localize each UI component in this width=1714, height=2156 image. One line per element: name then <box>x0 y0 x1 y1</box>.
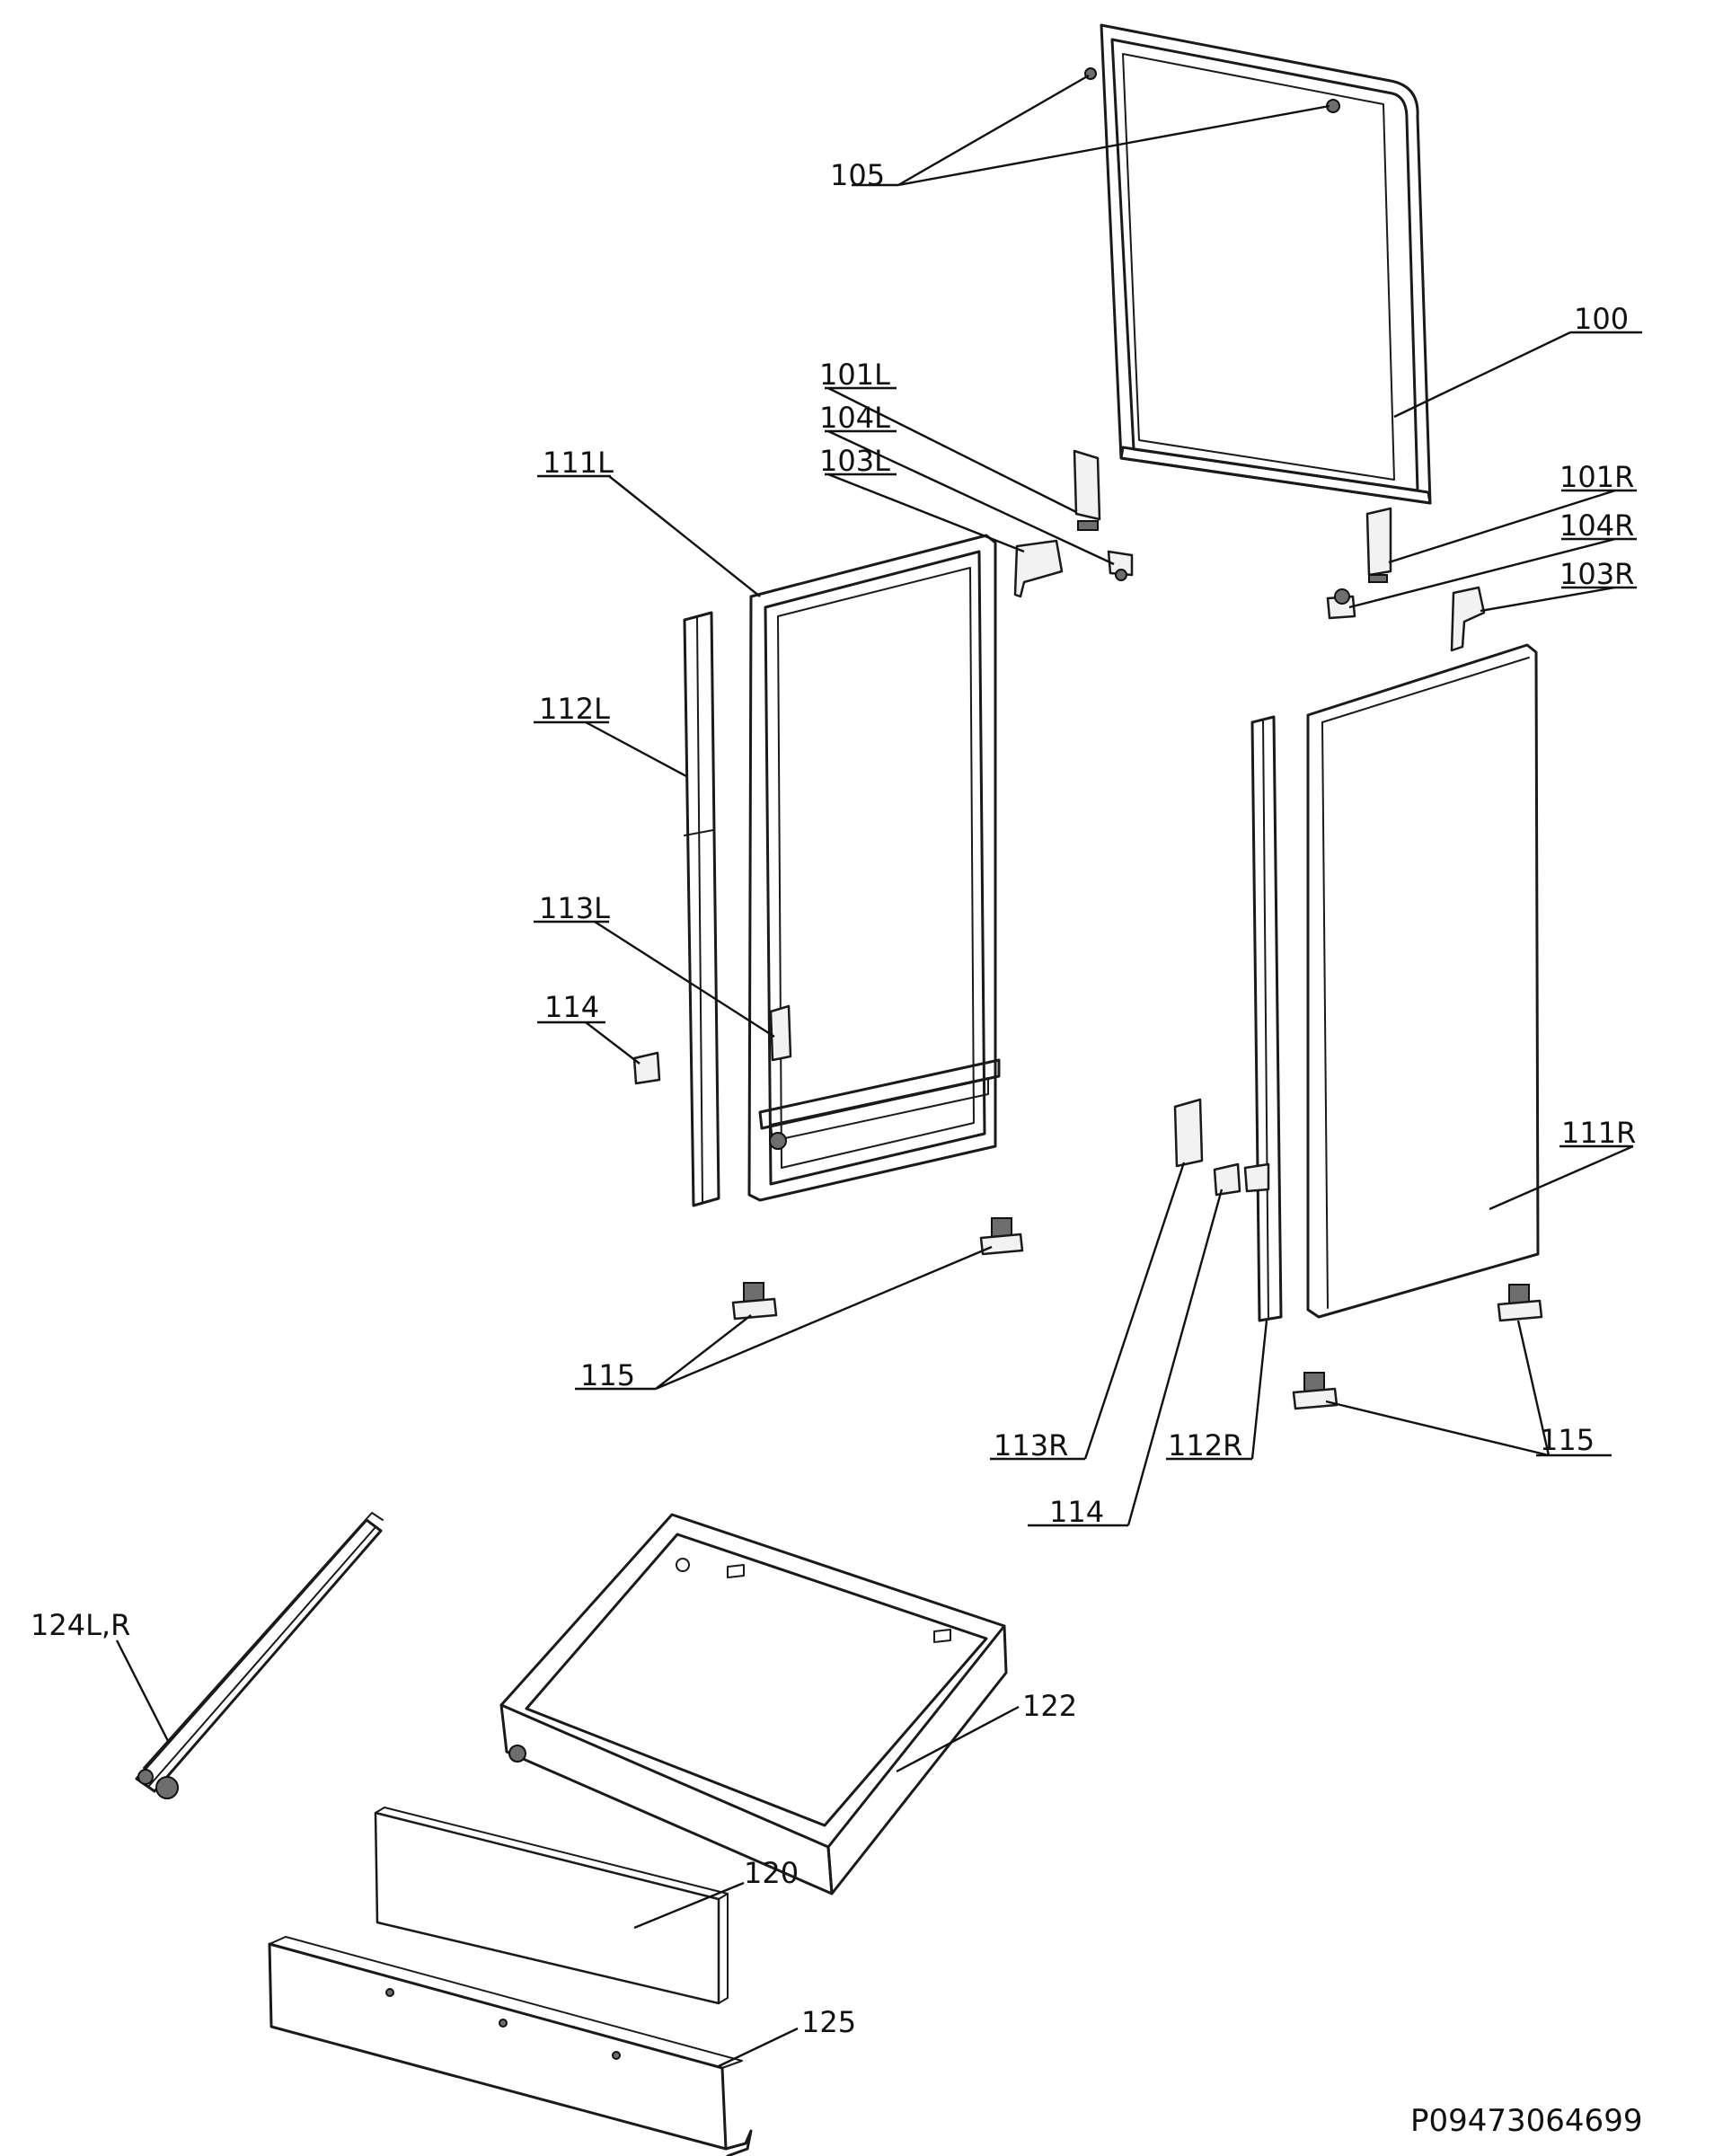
part-112R-right-rail <box>1243 715 1283 1322</box>
part-114-clip-left <box>632 1051 661 1085</box>
label-120: 120 <box>744 1856 799 1890</box>
part-113R-hinge <box>1173 1098 1204 1168</box>
part-125-front-trim <box>268 1936 753 2156</box>
label-125: 125 <box>801 2005 856 2039</box>
reference-number: P09473064699 <box>1410 2103 1642 2139</box>
label-124LR: 124L,R <box>31 1608 130 1642</box>
part-120-inner-panel <box>374 1807 729 2005</box>
part-112L-left-rail <box>683 611 720 1207</box>
label-111R: 111R <box>1561 1116 1636 1150</box>
part-115-feet <box>731 1217 1543 1410</box>
label-113R: 113R <box>994 1428 1068 1462</box>
label-112R: 112R <box>1168 1428 1242 1462</box>
foot-1 <box>979 1217 1024 1256</box>
label-104L: 104L <box>819 401 890 435</box>
label-115-right: 115 <box>1540 1423 1595 1457</box>
part-114-clip-right <box>1213 1162 1241 1197</box>
label-113L: 113L <box>539 891 610 925</box>
foot-2 <box>731 1282 778 1321</box>
part-103L-bracket <box>1013 539 1064 598</box>
label-114-right: 114 <box>1049 1495 1104 1529</box>
label-122: 122 <box>1022 1689 1077 1723</box>
label-111L: 111L <box>543 446 614 480</box>
part-103R-bracket <box>1450 586 1486 652</box>
label-101R: 101R <box>1559 460 1634 494</box>
label-100: 100 <box>1574 302 1629 336</box>
part-101L-hinge <box>1073 449 1101 531</box>
part-111R-right-side-panel <box>1306 643 1540 1319</box>
part-101R-hinge <box>1365 507 1392 583</box>
label-103R: 103R <box>1559 557 1634 591</box>
label-103L: 103L <box>819 444 890 478</box>
part-111L-left-side-panel <box>747 534 1001 1202</box>
label-101L: 101L <box>819 358 890 392</box>
leader-lines <box>115 74 1634 2068</box>
label-115-left: 115 <box>580 1358 635 1392</box>
part-100-top-frame <box>1084 23 1432 505</box>
part-124LR-slide-rail <box>135 1512 384 1799</box>
callout-labels: 105 100 101L 104L 103L 111L 101R 104R 10… <box>31 158 1636 2039</box>
part-122-drawer-tray <box>499 1513 1008 1895</box>
part-104R-hinge-pin <box>1326 588 1356 620</box>
label-105: 105 <box>830 158 885 192</box>
label-112L: 112L <box>539 692 610 726</box>
label-114-left: 114 <box>544 990 599 1024</box>
callout-underlines <box>534 183 1642 1527</box>
part-104L-hinge-pin <box>1107 550 1134 581</box>
label-104R: 104R <box>1559 508 1634 543</box>
foot-3 <box>1497 1284 1543 1322</box>
